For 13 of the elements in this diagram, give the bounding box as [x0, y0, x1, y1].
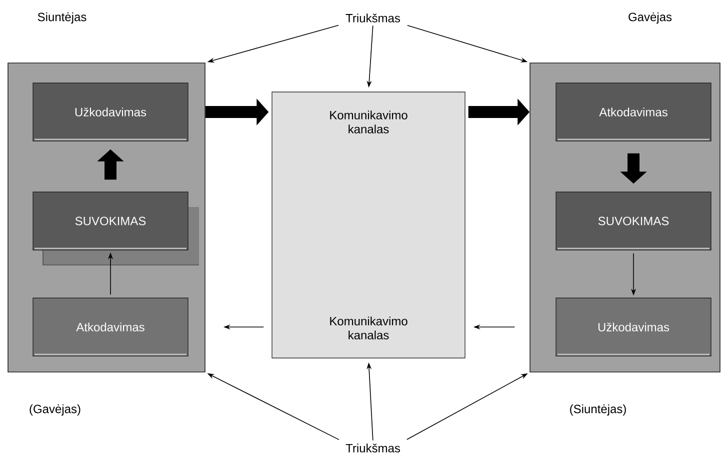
process-box: SUVOKIMAS	[32, 192, 200, 266]
node-label: Gavėjas	[628, 12, 672, 24]
process-box: Atkodavimas	[32, 298, 188, 356]
noise-label: Triukšmas	[346, 14, 400, 22]
process-box: Užkodavimas	[32, 82, 188, 142]
process-box: SUVOKIMAS	[556, 192, 712, 250]
node-label: (Gavėjas)	[30, 404, 80, 416]
node-label: Siuntėjas	[38, 12, 86, 24]
process-box: Atkodavimas	[556, 82, 712, 142]
process-box: Užkodavimas	[556, 298, 712, 356]
channel-box: Komunikavimo kanalas Komunikavimo kanalas	[272, 92, 466, 358]
noise-label: Triukšmas	[346, 444, 400, 452]
node-label: (Siuntėjas)	[570, 404, 626, 416]
